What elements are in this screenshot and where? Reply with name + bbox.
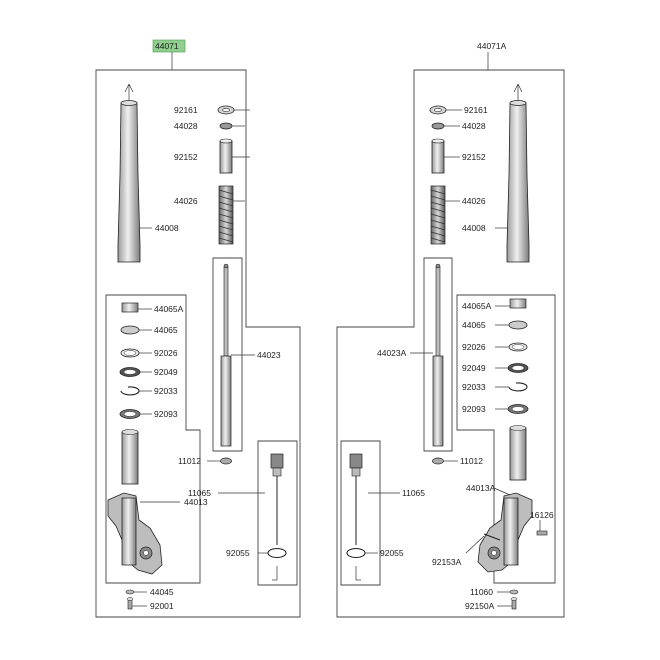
circlip-92033-right[interactable] — [508, 382, 528, 392]
washer-92161[interactable] — [217, 105, 235, 115]
part-label-11065-right[interactable]: 11065 — [402, 488, 425, 498]
left-cartridge-frame — [212, 257, 243, 452]
part-label-92161-right[interactable]: 92161 — [464, 105, 488, 115]
part-label-92152[interactable]: 92152 — [174, 152, 198, 162]
dust-seal-92093-right[interactable] — [507, 404, 529, 414]
bushing-44065[interactable] — [120, 325, 140, 335]
part-label-11012-right[interactable]: 11012 — [460, 456, 483, 466]
outer-tube-44008-right[interactable] — [506, 83, 530, 263]
part-label-92033[interactable]: 92033 — [154, 386, 178, 396]
inner-tube-44013A[interactable] — [477, 425, 533, 573]
o-ring-92055[interactable] — [267, 547, 287, 559]
left-assembly-frame — [95, 69, 301, 618]
part-label-44026[interactable]: 44026 — [174, 196, 198, 206]
washer-92026-right[interactable] — [508, 342, 528, 352]
part-label-92152-right[interactable]: 92152 — [462, 152, 486, 162]
dust-seal-92093[interactable] — [119, 409, 141, 419]
part-label-44045[interactable]: 44045 — [150, 587, 174, 597]
part-label-92055-right[interactable]: 92055 — [380, 548, 404, 558]
part-label-44065[interactable]: 44065 — [154, 325, 178, 335]
part-label-44008[interactable]: 44008 — [155, 223, 179, 233]
gasket-11012-right[interactable] — [432, 457, 444, 465]
part-label-92026-right[interactable]: 92026 — [462, 342, 486, 352]
part-label-11060[interactable]: 11060 — [470, 587, 493, 597]
bolt-92150A[interactable] — [510, 597, 518, 610]
part-label-92055[interactable]: 92055 — [226, 548, 250, 558]
part-label-92150A[interactable]: 92150A — [465, 601, 495, 611]
right-assembly-frame — [336, 69, 565, 618]
left-rod-frame — [257, 440, 298, 586]
part-label-92049-right[interactable]: 92049 — [462, 363, 486, 373]
part-label-44026-right[interactable]: 44026 — [462, 196, 486, 206]
outer-tube-44008[interactable] — [117, 83, 141, 263]
part-label-44028-right[interactable]: 44028 — [462, 121, 486, 131]
left-leader-lines — [132, 109, 268, 607]
bushing-44065A[interactable] — [121, 302, 139, 313]
rod-11065[interactable] — [270, 453, 284, 545]
part-label-92026[interactable]: 92026 — [154, 348, 178, 358]
right-leader-lines — [365, 109, 541, 607]
rod-11065-right[interactable] — [349, 453, 363, 545]
part-label-44008-right[interactable]: 44008 — [462, 223, 486, 233]
spring-44026-right[interactable] — [430, 185, 446, 245]
bolt-16126[interactable] — [536, 530, 548, 536]
left-assembly: 44071 — [95, 39, 301, 618]
oil-seal-92049[interactable] — [119, 367, 141, 377]
part-label-11065[interactable]: 11065 — [188, 488, 211, 498]
collar-44028[interactable] — [219, 122, 233, 130]
spacer-92152-right[interactable] — [431, 138, 445, 174]
part-label-44013A[interactable]: 44013A — [466, 483, 496, 493]
assembly-number-left[interactable]: 44071 — [155, 41, 179, 51]
o-ring-92055-right[interactable] — [346, 547, 366, 559]
bushing-44065-right[interactable] — [508, 320, 528, 330]
plug-44045[interactable] — [125, 589, 135, 595]
right-subframe — [456, 294, 556, 584]
washer-92161-right[interactable] — [429, 105, 447, 115]
bolt-92153A[interactable] — [483, 533, 501, 541]
inner-tube-44013[interactable] — [107, 429, 163, 575]
part-label-92049[interactable]: 92049 — [154, 367, 178, 377]
part-label-92161[interactable]: 92161 — [174, 105, 198, 115]
part-label-92033-right[interactable]: 92033 — [462, 382, 486, 392]
part-label-44065A-right[interactable]: 44065A — [462, 301, 492, 311]
circlip-92033[interactable] — [120, 386, 140, 396]
part-label-92153A[interactable]: 92153A — [432, 557, 462, 567]
bolt-92001[interactable] — [126, 597, 134, 610]
part-label-44023[interactable]: 44023 — [257, 350, 281, 360]
bushing-44065A-right[interactable] — [509, 298, 527, 309]
gasket-11012[interactable] — [220, 457, 232, 465]
part-label-44023A[interactable]: 44023A — [377, 348, 407, 358]
part-label-92093[interactable]: 92093 — [154, 409, 178, 419]
part-label-44065A[interactable]: 44065A — [154, 304, 184, 314]
oil-seal-92049-right[interactable] — [507, 363, 529, 373]
part-label-92001[interactable]: 92001 — [150, 601, 174, 611]
spring-44026[interactable] — [218, 185, 234, 245]
part-label-44013[interactable]: 44013 — [184, 497, 208, 507]
gasket-11060[interactable] — [509, 589, 519, 595]
right-rod-frame — [340, 440, 381, 586]
part-label-44065-right[interactable]: 44065 — [462, 320, 486, 330]
part-label-44028[interactable]: 44028 — [174, 121, 198, 131]
washer-92026[interactable] — [120, 348, 140, 358]
cartridge-44023[interactable] — [220, 263, 232, 447]
assembly-number-right[interactable]: 44071A — [477, 41, 507, 51]
part-label-92093-right[interactable]: 92093 — [462, 404, 486, 414]
right-cartridge-frame — [423, 257, 453, 452]
collar-44028-right[interactable] — [431, 122, 445, 130]
left-subframe — [105, 294, 201, 584]
assembly-number-highlight — [152, 39, 186, 53]
right-assembly: 44071A — [336, 41, 565, 618]
part-label-11012[interactable]: 11012 — [178, 456, 201, 466]
part-label-16126[interactable]: 16126 — [530, 510, 554, 520]
cartridge-44023A[interactable] — [432, 263, 444, 447]
spacer-92152[interactable] — [219, 138, 233, 174]
